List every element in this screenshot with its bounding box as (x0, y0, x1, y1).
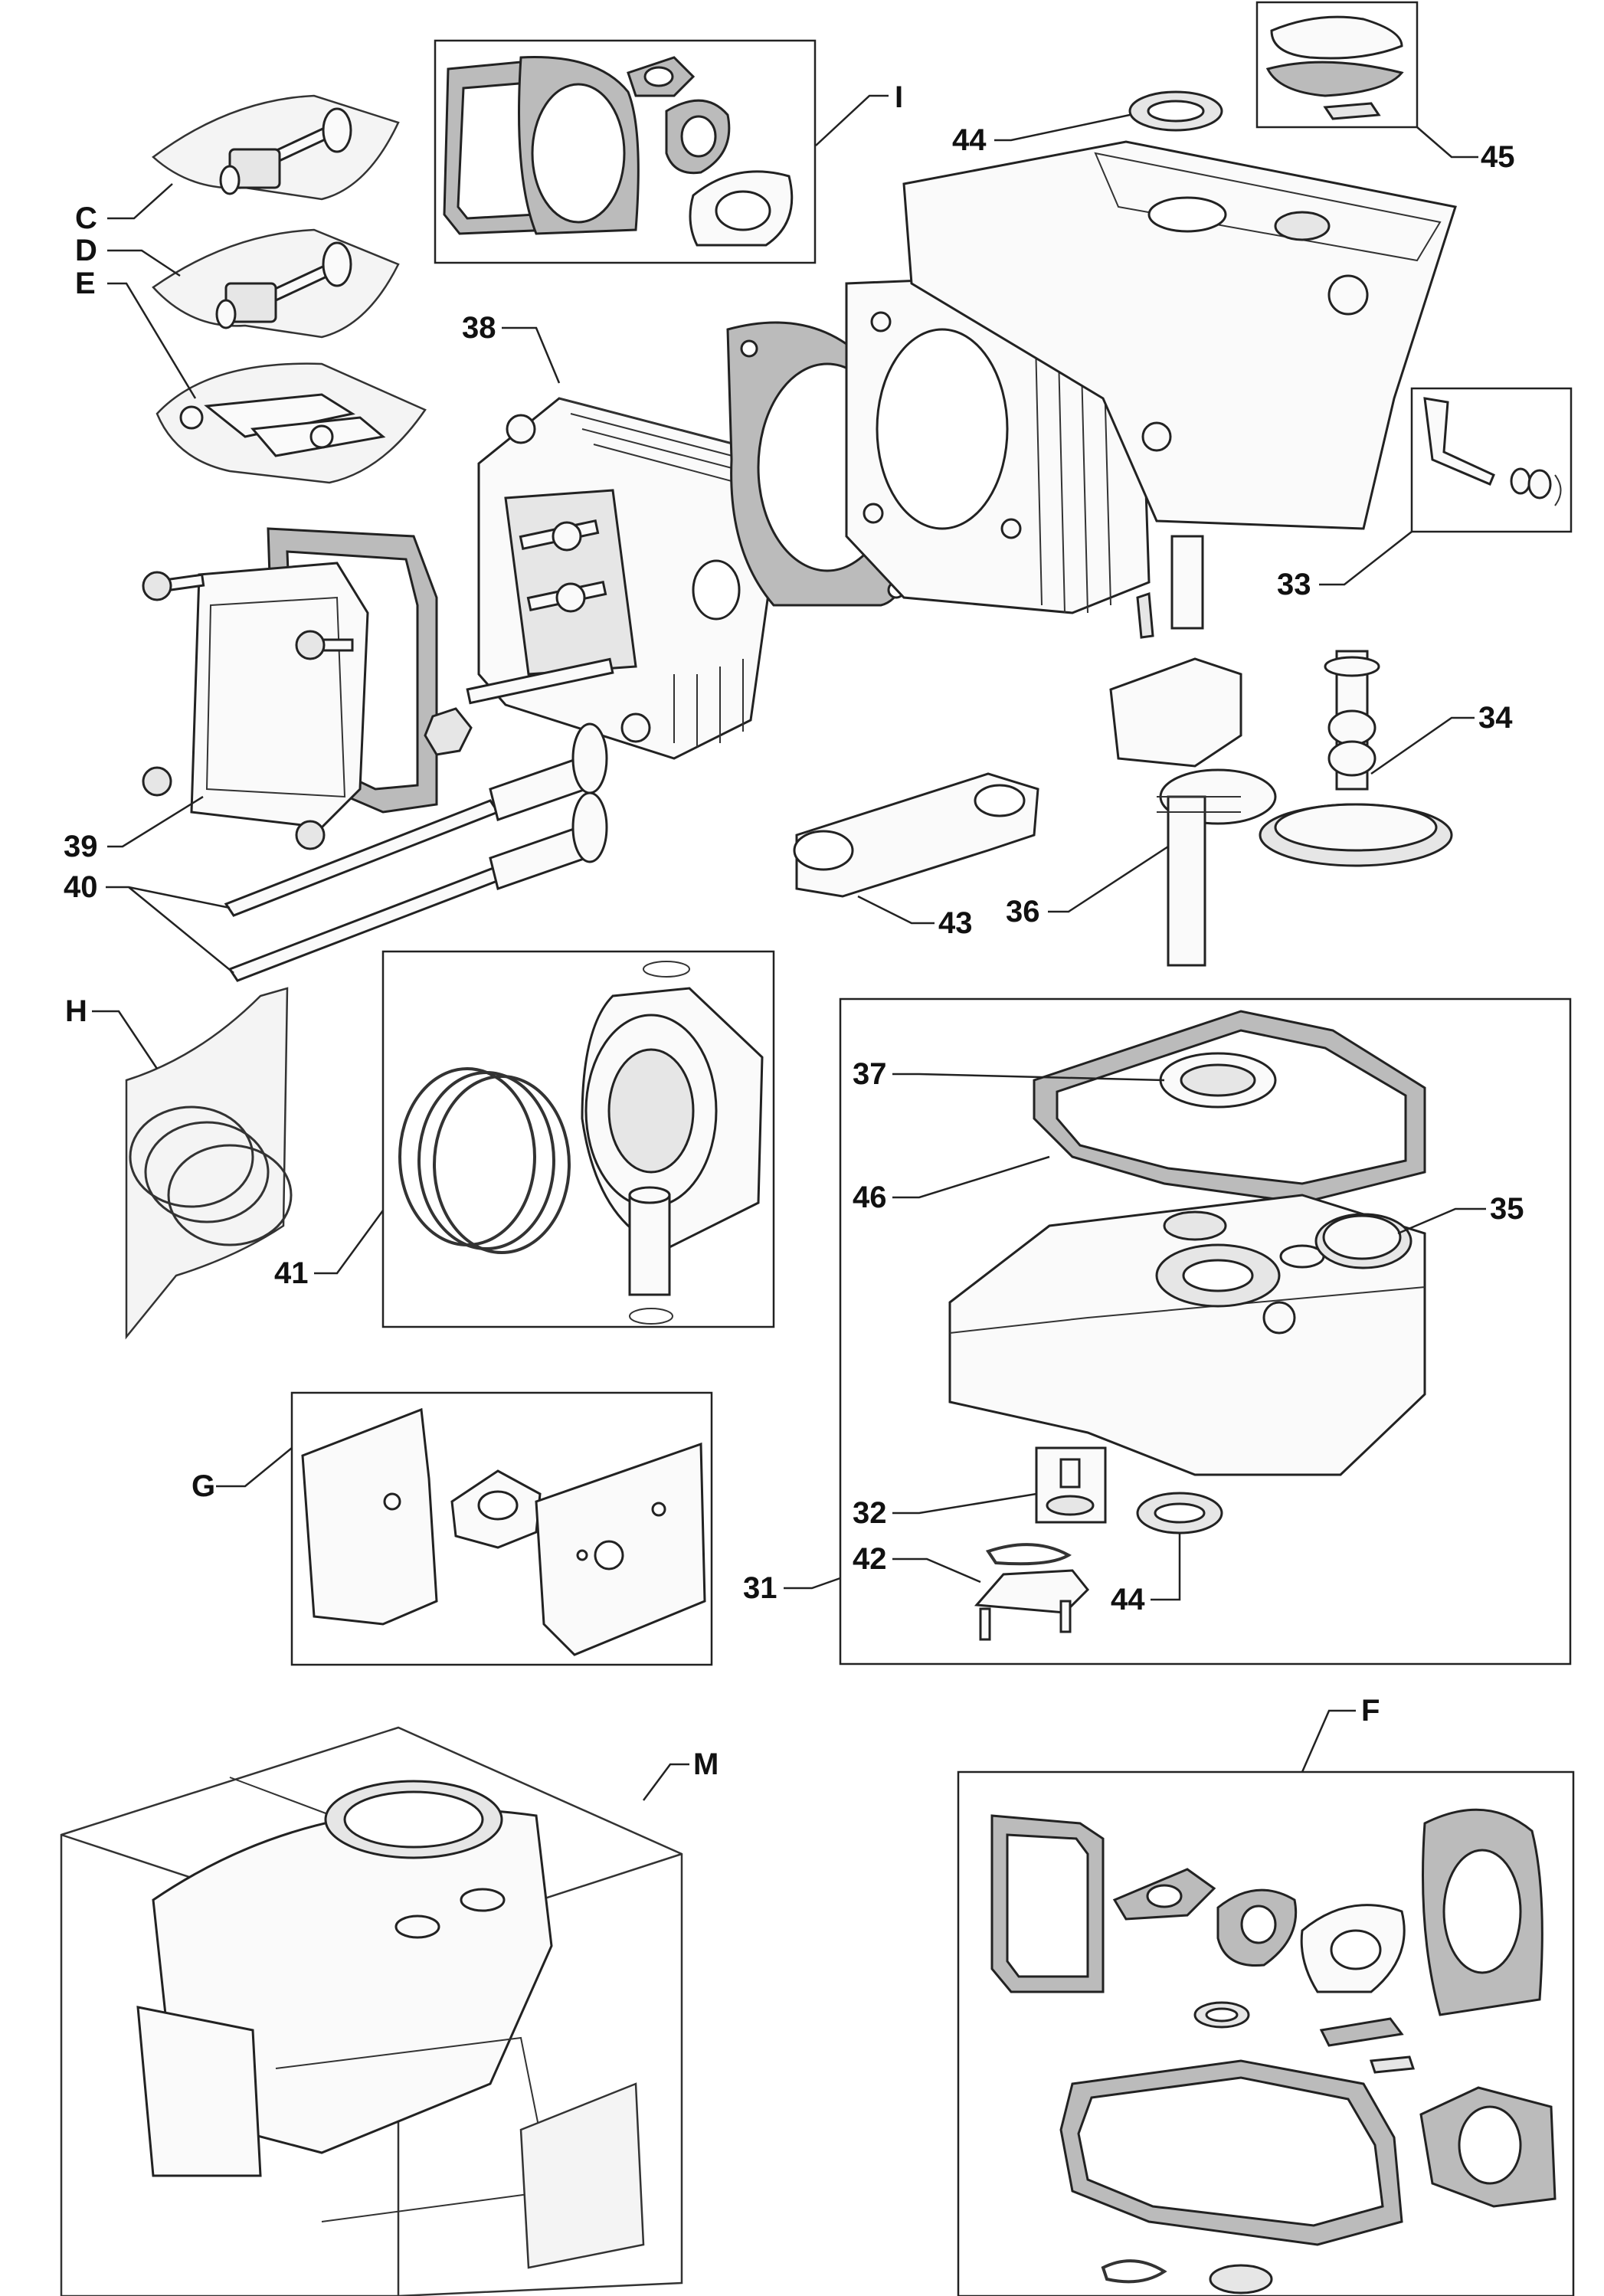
label-32: 32 (853, 1496, 887, 1530)
label-34: 34 (1478, 701, 1513, 735)
box-part-45 (1255, 1, 1419, 129)
box-piston-41 (381, 950, 775, 1328)
callout-labels: C D E I 44 45 38 33 34 39 40 43 36 H 37 … (64, 80, 1524, 1781)
bearing-37 (1159, 1052, 1277, 1109)
ring-bag-H (125, 987, 293, 1340)
label-41: 41 (274, 1256, 309, 1290)
label-F: F (1361, 1694, 1380, 1728)
gasket-kit-I (443, 56, 794, 247)
label-31: 31 (743, 1571, 777, 1605)
engine-block-cylinder (845, 140, 1457, 614)
label-33: 33 (1277, 568, 1311, 601)
engine-assembly-M (60, 1726, 683, 2296)
head-bolt (424, 657, 614, 756)
valve-bag-D (152, 228, 400, 339)
box-gasket-kit-I (434, 39, 817, 264)
label-38: 38 (462, 311, 496, 345)
label-44-top: 44 (952, 123, 987, 157)
label-E: E (75, 267, 96, 300)
label-44-lower: 44 (1111, 1583, 1145, 1616)
governor-shaft-33 (1423, 397, 1562, 506)
connecting-rod-43 (793, 772, 1039, 898)
label-H: H (65, 994, 87, 1028)
valve-cover-39 (142, 527, 438, 850)
camshaft-34 (1259, 650, 1453, 867)
label-43: 43 (938, 906, 973, 940)
breather-cover-45 (1265, 15, 1404, 120)
label-36: 36 (1006, 895, 1040, 929)
label-I: I (895, 80, 903, 114)
label-35: 35 (1490, 1192, 1524, 1226)
label-39: 39 (64, 830, 98, 863)
heat-shield-kit-G (301, 1407, 706, 1656)
piston-41 (398, 961, 764, 1325)
governor-32 (1035, 1446, 1107, 1524)
box-crankcase-31 (839, 997, 1572, 1666)
governor-gear-35 (1322, 1214, 1402, 1260)
crankcase-cover-31 (948, 1194, 1426, 1476)
oil-seal-44 (1128, 90, 1223, 132)
label-C: C (75, 201, 97, 235)
label-46: 46 (853, 1181, 887, 1214)
label-42: 42 (853, 1542, 887, 1576)
cylinder-head-38 (477, 397, 779, 760)
valve-bag-C (152, 94, 400, 201)
leader-lines (92, 94, 1486, 1801)
crankshaft-36 (1109, 535, 1277, 967)
label-40: 40 (64, 870, 98, 904)
label-G: G (191, 1469, 215, 1503)
label-M: M (693, 1747, 719, 1781)
label-37: 37 (853, 1057, 887, 1091)
gasket-kit-F (990, 1808, 1557, 2294)
box-kit-G (290, 1391, 713, 1666)
rocker-bag-E (155, 362, 427, 484)
push-rods-40 (224, 722, 608, 982)
box-gasket-kit-F (957, 1770, 1575, 2296)
oil-seal-44-lower (1136, 1492, 1223, 1534)
cover-plate-42 (974, 1543, 1090, 1641)
box-part-33 (1410, 387, 1573, 533)
label-D: D (75, 234, 97, 267)
label-45: 45 (1481, 140, 1515, 174)
